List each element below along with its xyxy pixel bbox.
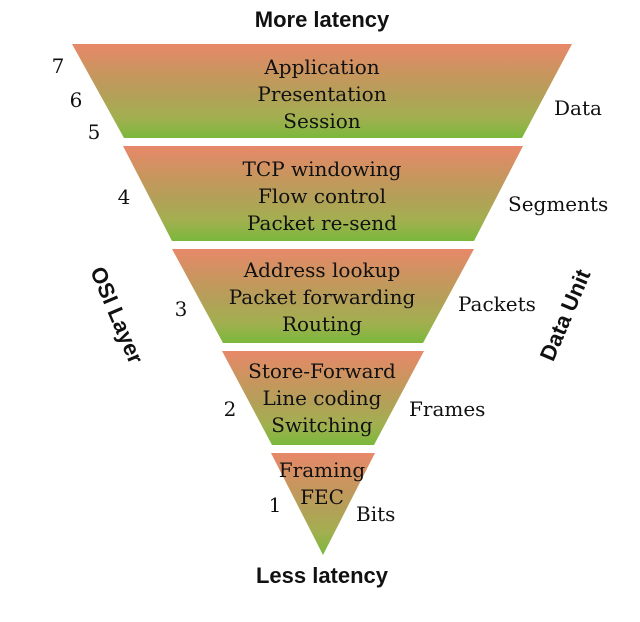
tier-1-line-2: Presentation xyxy=(257,82,386,106)
tier-band-2 xyxy=(123,146,523,241)
tier-2-line-3: Packet re-send xyxy=(247,211,397,235)
layer-number-1: 1 xyxy=(269,493,282,517)
tier-band-3 xyxy=(172,249,474,343)
data-unit-axis-label: Data Unit xyxy=(535,265,596,364)
tier-1-line-3: Session xyxy=(283,109,361,133)
tier-2-line-2: Flow control xyxy=(258,184,386,208)
tier-3-line-1: Address lookup xyxy=(243,258,401,282)
layer-number-3: 3 xyxy=(175,297,188,321)
tier-band-5 xyxy=(271,453,375,555)
more-latency-label: More latency xyxy=(255,7,390,32)
data-unit-packets: Packets xyxy=(458,292,536,316)
less-latency-label: Less latency xyxy=(256,563,389,588)
tier-band-4 xyxy=(222,351,424,445)
layer-number-6: 6 xyxy=(70,88,83,112)
data-unit-segments: Segments xyxy=(508,192,608,216)
tier-3-line-3: Routing xyxy=(282,312,362,336)
tier-5-line-1: Framing xyxy=(279,458,366,482)
layer-number-4: 4 xyxy=(118,185,131,209)
osi-layer-axis-label: OSI Layer xyxy=(85,263,148,368)
tier-band-1 xyxy=(72,44,572,138)
tier-4-line-3: Switching xyxy=(271,413,373,437)
layer-number-5: 5 xyxy=(88,120,101,144)
tier-1-line-1: Application xyxy=(263,55,379,79)
tier-4-line-1: Store-Forward xyxy=(248,359,396,383)
data-unit-bits: Bits xyxy=(356,502,395,526)
tier-5-line-2: FEC xyxy=(300,485,344,509)
layer-number-7: 7 xyxy=(52,54,65,78)
tier-3-line-2: Packet forwarding xyxy=(229,285,416,309)
data-unit-frames: Frames xyxy=(409,397,485,421)
tier-4-line-2: Line coding xyxy=(263,386,382,410)
layer-number-2: 2 xyxy=(224,397,237,421)
data-unit-data: Data xyxy=(554,96,602,120)
tier-2-line-1: TCP windowing xyxy=(243,157,402,181)
